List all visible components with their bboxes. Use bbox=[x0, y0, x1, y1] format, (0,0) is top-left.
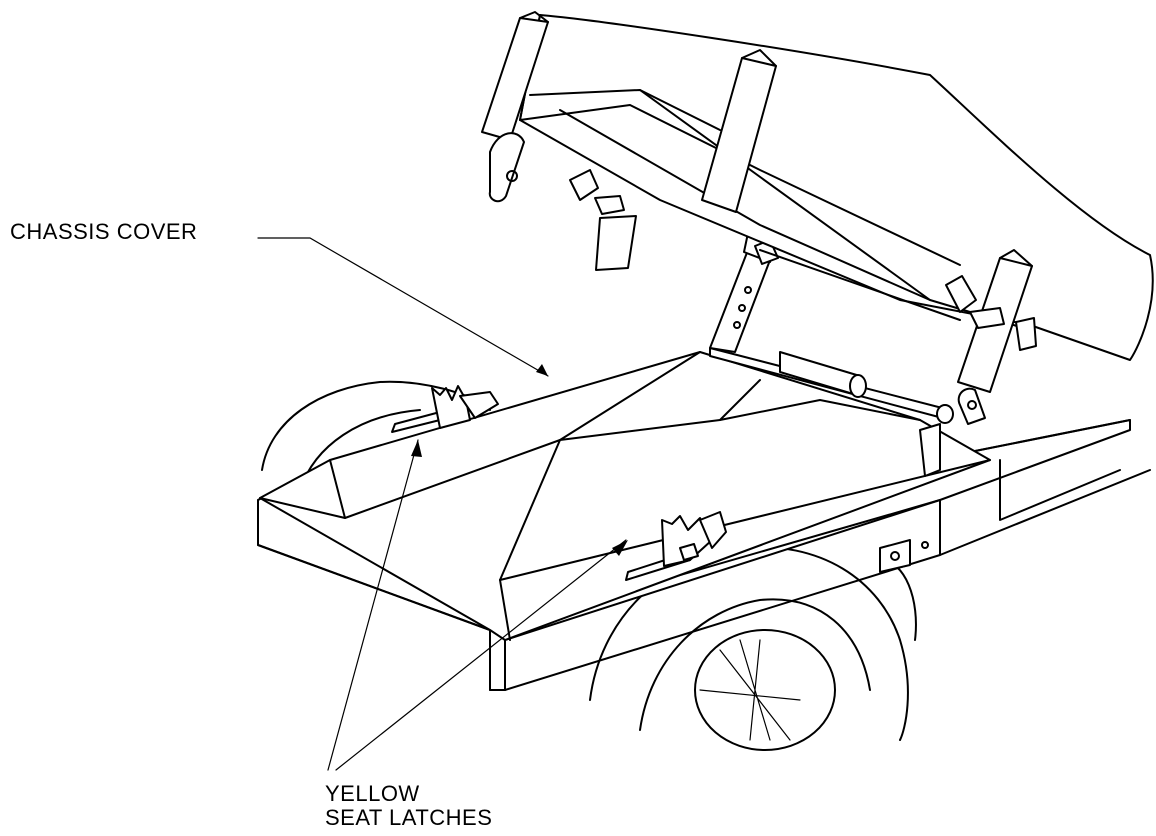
callout-leaders bbox=[257, 237, 628, 771]
raised-seat bbox=[481, 11, 1154, 393]
chassis-cover-label: CHASSIS COVER bbox=[10, 219, 198, 244]
right-seat-latch bbox=[625, 423, 941, 581]
latch-leader-right bbox=[335, 539, 627, 771]
latch-right-arrowhead bbox=[612, 540, 628, 556]
latch-left-arrowhead bbox=[411, 440, 422, 457]
seat-hinge-bar bbox=[709, 347, 954, 424]
latch-leader-left bbox=[327, 439, 419, 771]
seat-latches-label: YELLOW SEAT LATCHES bbox=[325, 782, 492, 830]
chassis-cover-leader bbox=[257, 237, 549, 377]
left-seat-latch bbox=[391, 385, 499, 433]
front-wheel bbox=[589, 546, 917, 751]
chassis-cover-arrowhead bbox=[536, 364, 548, 376]
seat-latches-label-line2: SEAT LATCHES bbox=[325, 805, 493, 830]
seat-latches-label-line1: YELLOW bbox=[325, 781, 420, 806]
chassis-cover bbox=[259, 351, 991, 641]
